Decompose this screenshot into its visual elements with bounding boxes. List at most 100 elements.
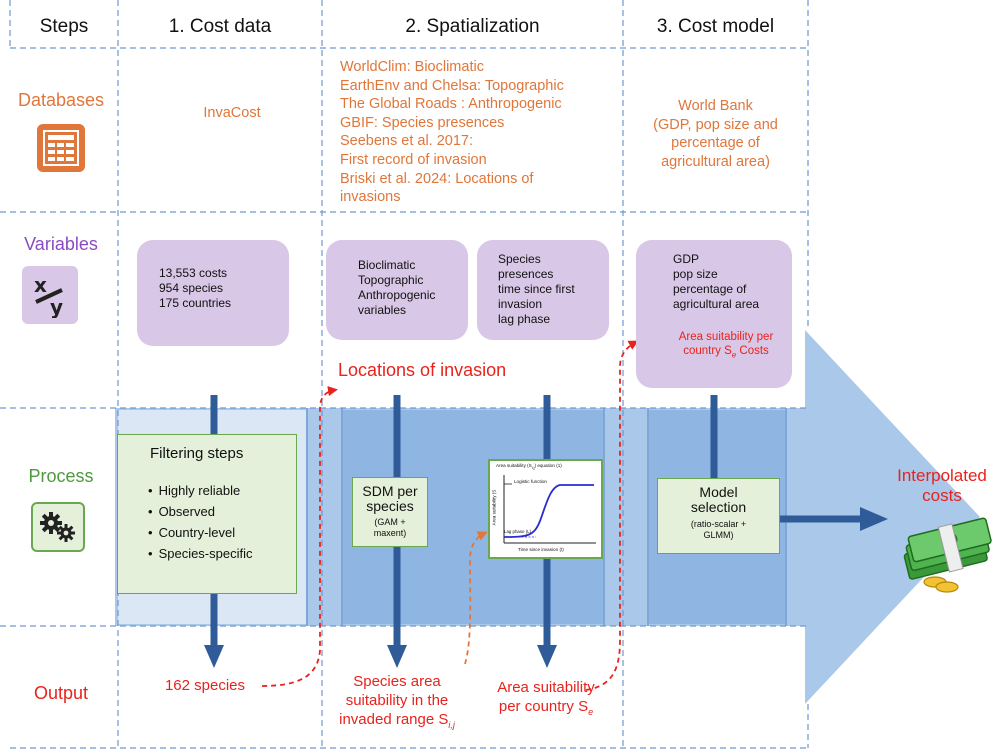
filtering-item: Observed [148,501,296,522]
variable-line: pop size [673,267,718,281]
model-sub-line: (ratio-scalar + [690,519,747,529]
row-label-variables: Variables [24,234,98,254]
output-line: Area suitability [497,679,595,696]
variables-cost-model: GDP pop size percentage of agricultural … [636,240,792,388]
spreadsheet-icon [37,124,85,172]
variable-line: 954 species [159,281,224,295]
filtering-item: Highly reliable [148,480,296,501]
header-steps: Steps [39,16,89,37]
model-title: Model selection [658,485,779,515]
curve-title-text: ) equation (1) [534,463,562,468]
variable-line: invasion [498,297,543,311]
svg-text:x: x [34,273,47,297]
output-area-suitability-country: Area suitability per country Se [484,678,608,722]
red-note-subscript: e [731,350,737,360]
red-note-line: Area suitability per [678,331,774,343]
variable-line: Bioclimatic [358,258,416,272]
sdm-box: SDM per species (GAM + maxent) [352,477,428,547]
db-line: The Global Roads : Anthropogenic [340,96,562,113]
money-stack-icon [895,514,999,594]
variable-line: Topographic [358,273,424,287]
row-label-databases: Databases [17,90,105,110]
locations-of-invasion: Locations of invasion [338,360,507,380]
sdm-title-line: SDM per [362,483,418,499]
output-162-species: 162 species [164,677,246,694]
svg-text:y: y [50,295,63,318]
output-line: per country Se [484,697,608,722]
area-suitability-costs: Area suitability per country Se Costs [661,330,791,362]
variable-line: 175 countries [159,296,232,310]
curve-legend: Logistic function [514,479,547,484]
db-line: World Bank [678,98,753,114]
model-sub-line: GLMM) [703,530,734,540]
variable-line: Species [498,252,541,266]
sdm-sub-line: maxent) [373,528,407,538]
final-line: costs [922,486,962,505]
db-line: percentage of [671,135,760,151]
db-line: Seebens et al. 2017: [340,133,474,150]
grid-lines [0,0,809,749]
header-cost-model: 3. Cost model [656,16,775,37]
row-label-output: Output [33,683,89,703]
curve-title-text: Area suitability (S [496,463,532,468]
db-line: Briski et al. 2024: Locations of [340,170,534,187]
final-line: Interpolated [897,466,987,485]
variable-line: Anthropogenic [358,288,436,302]
filtering-item: Species-specific [148,543,296,564]
db-line: invasions [340,189,401,206]
variables-cost-data: 13,553 costs 954 species 175 countries [137,240,289,346]
db-line: agricultural area) [661,153,770,170]
variable-line: 13,553 costs [159,266,228,280]
variables-species: Species presences time since first invas… [477,240,609,340]
sdm-subtitle: (GAM + maxent) [353,517,427,539]
model-subtitle: (ratio-scalar + GLMM) [658,519,779,541]
filtering-title: Filtering steps [150,445,244,462]
variable-line: percentage of [673,282,747,296]
db-spatialization-list: WorldClim: Bioclimatic EarthEnv and Chel… [340,58,564,207]
model-title-line: selection [690,499,747,515]
output-line: Species area [353,673,441,690]
header-spatialization: 2. Spatialization [405,16,540,37]
output-text: per country S [498,698,589,715]
interpolated-costs: Interpolated costs [884,466,1000,506]
gears-icon [31,502,85,552]
model-selection-box: Model selection (ratio-scalar + GLMM) [657,478,780,554]
sdm-title: SDM per species [353,484,427,514]
output-line: suitability in the [345,692,449,709]
curve-title-subscript: i,j [531,465,535,470]
db-line: (GDP, pop size and [653,116,778,133]
variable-line: agricultural area [673,297,760,311]
variable-line: presences [498,267,554,281]
curve-x-label: Time since invasion (t) [518,547,564,552]
filtering-list: Highly reliable Observed Country-level S… [148,480,296,564]
curve-y-label: Area suitability (S [491,489,497,526]
variable-line: lag phase [498,312,551,326]
output-subscript: i,j [448,720,455,730]
output-subscript: e [588,707,594,717]
db-line: EarthEnv and Chelsa: Topographic [340,77,564,94]
curve-lag-label: Lag phase (L) [504,529,532,534]
sdm-sub-line: (GAM + [374,517,406,527]
red-note-text: Costs [736,345,769,357]
header-cost-data: 1. Cost data [168,16,272,37]
curve-title: Area suitability (Si,j) equation (1) [496,463,562,471]
model-title-line: Model [699,484,738,500]
row-label-process: Process [28,466,94,486]
logistic-curve-inset: Area suitability (Si,j) equation (1) Log… [488,459,603,559]
variable-line: variables [358,303,407,317]
output-text: invaded range S [339,711,449,728]
output-line: invaded range Si,j [322,710,472,735]
db-world-bank: World Bank (GDP, pop size and percentage… [623,97,808,171]
x-over-y-icon: x y [22,266,78,324]
output-species-area-suitability: Species area suitability in the invaded … [322,672,472,735]
red-note-text: country S [683,345,732,357]
dashed-connectors [261,340,639,691]
db-line: First record of invasion [340,151,487,168]
db-line: WorldClim: Bioclimatic [340,59,484,75]
variable-line: GDP [673,252,700,266]
red-note-line: country Se Costs [661,344,791,362]
variables-environmental: Bioclimatic Topographic Anthropogenic va… [326,240,468,340]
sdm-title-line: species [366,498,414,514]
db-line: GBIF: Species presences [340,114,505,131]
variable-line: time since first [498,282,575,296]
